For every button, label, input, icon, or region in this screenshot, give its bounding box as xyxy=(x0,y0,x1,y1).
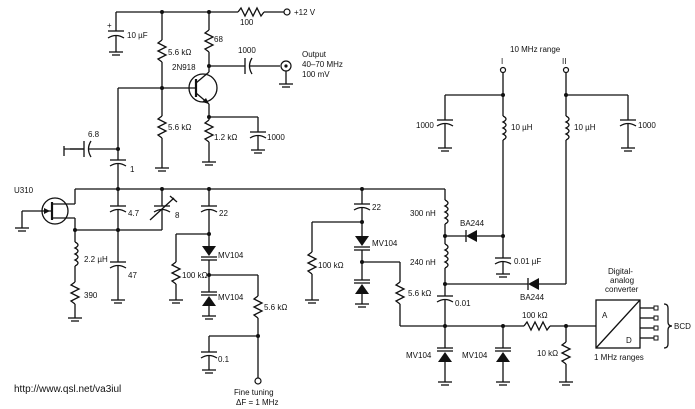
cap-4-7-label: 4.7 xyxy=(128,209,140,218)
fine-tuning-network xyxy=(200,274,264,385)
c001-label: 0.01 xyxy=(455,299,471,308)
bias-bottom-label: 5.6 kΩ xyxy=(168,123,191,132)
coupling-cap-label: 1000 xyxy=(238,46,256,55)
range-pos-2: II xyxy=(562,57,566,66)
transistor-label: 2N918 xyxy=(172,63,196,72)
r390-label: 390 xyxy=(84,291,98,300)
tank-inductors xyxy=(436,189,454,386)
varactor-b-label: MV104 xyxy=(218,293,244,302)
main-rail xyxy=(75,187,445,191)
varactor-mid-label: MV104 xyxy=(372,239,398,248)
fine-tuning-line1: Fine tuning xyxy=(234,388,274,397)
middle-varactor-branch xyxy=(305,189,445,327)
dac-title-1: Digital- xyxy=(608,267,633,276)
collector-resistor xyxy=(203,12,215,70)
input-cap-label: 6.8 xyxy=(88,130,100,139)
transistor-2n918 xyxy=(162,70,218,112)
bypass-cap-label: 10 µF xyxy=(127,31,148,40)
emitter-cap-label: 1000 xyxy=(267,133,285,142)
supply-rail xyxy=(116,6,291,18)
dac-a: A xyxy=(602,311,608,320)
supply-voltage-label: +12 V xyxy=(294,8,316,17)
diode-1-label: BA244 xyxy=(460,219,485,228)
l240-label: 240 nH xyxy=(410,258,436,267)
output-coupling xyxy=(209,57,293,88)
diode-2-label: BA244 xyxy=(520,293,545,302)
range-l-right-label: 10 µH xyxy=(574,123,596,132)
bias-top-label: 5.6 kΩ xyxy=(168,48,191,57)
r5-6k-fine-label: 5.6 kΩ xyxy=(264,303,287,312)
bypass-capacitor xyxy=(107,12,125,56)
emitter-network xyxy=(202,112,267,166)
dac-title-3: converter xyxy=(605,285,639,294)
cap-22-mid-label: 22 xyxy=(372,203,381,212)
inductor-2-2-label: 2.2 µH xyxy=(84,255,108,264)
cap-4-7 xyxy=(109,189,162,304)
r100k-left-label: 100 kΩ xyxy=(182,271,208,280)
fet-u310 xyxy=(15,189,77,236)
r100k-h-label: 100 kΩ xyxy=(522,311,548,320)
trimmer-label: 8 xyxy=(175,211,180,220)
varactor-bottom-2-label: MV104 xyxy=(462,351,488,360)
r100k-mid-label: 100 kΩ xyxy=(318,261,344,270)
l300-label: 300 nH xyxy=(410,209,436,218)
cap-0-1-label: 0.1 xyxy=(218,355,230,364)
dac-title-2: analog xyxy=(610,276,634,285)
r10k-label: 10 kΩ xyxy=(537,349,558,358)
r5-6k-mid-label: 5.6 kΩ xyxy=(408,289,431,298)
source-network xyxy=(68,228,120,322)
varactor-bottom-1-label: MV104 xyxy=(406,351,432,360)
collector-resistor-label: 68 xyxy=(214,35,223,44)
feedback-cap-label: 1 xyxy=(130,165,135,174)
output-title: Output xyxy=(302,50,327,59)
range-l-left-label: 10 µH xyxy=(511,123,533,132)
emitter-resistor-label: 1.2 kΩ xyxy=(214,133,237,142)
trimmer-cap xyxy=(149,189,178,230)
range-switch-network xyxy=(436,66,637,284)
range-title: 10 MHz range xyxy=(510,45,561,54)
pin-diodes xyxy=(445,230,566,290)
credit-url: http://www.qsl.net/va3iul xyxy=(14,384,121,395)
left-varactor-branch xyxy=(200,189,218,320)
cap-0-01uF xyxy=(494,236,512,278)
supply-resistor-label: 100 xyxy=(240,18,254,27)
range-pos-1: I xyxy=(501,57,503,66)
output-range: 40–70 MHz xyxy=(302,60,343,69)
dac-bcd: BCD xyxy=(674,322,691,331)
bias-100k-left xyxy=(169,232,211,304)
bias-divider xyxy=(155,12,169,172)
bypass-plus: + xyxy=(107,21,112,30)
c-0-01uF-label: 0.01 µF xyxy=(514,257,541,266)
range-cap-right-label: 1000 xyxy=(638,121,656,130)
fine-tuning-line2: ΔF = 1 MHz xyxy=(236,398,278,407)
input-network xyxy=(63,87,162,189)
cap-47-label: 47 xyxy=(128,271,137,280)
range-cap-left-label: 1000 xyxy=(416,121,434,130)
cap-22-left-label: 22 xyxy=(219,209,228,218)
bottom-control-network xyxy=(445,320,596,386)
dac-note: 1 MHz ranges xyxy=(594,353,644,362)
dac-d: D xyxy=(626,336,632,345)
varactor-a-label: MV104 xyxy=(218,251,244,260)
output-level: 100 mV xyxy=(302,70,330,79)
fet-label: U310 xyxy=(14,186,34,195)
dac-block xyxy=(595,299,673,349)
